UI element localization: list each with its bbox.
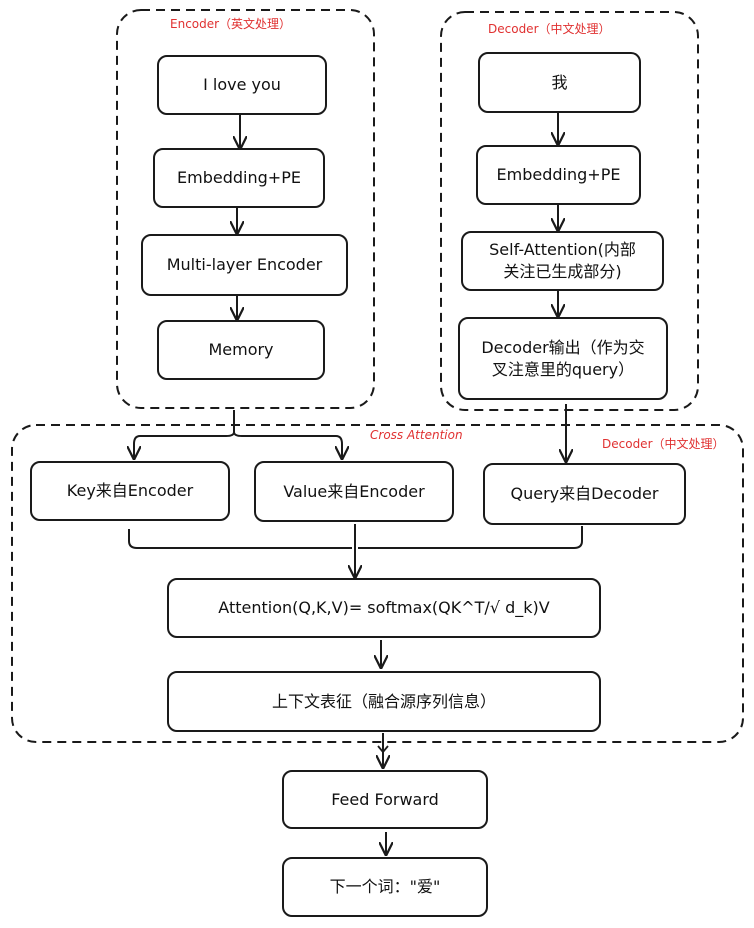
node-input-english: I love you	[157, 55, 327, 115]
node-feed-forward-label: Feed Forward	[331, 789, 439, 809]
node-attention-formula: Attention(Q,K,V)= softmax(QK^T/√ d_k)V	[167, 578, 601, 638]
node-next-word: 下一个词："爱"	[282, 857, 488, 917]
node-multi-layer-encoder: Multi-layer Encoder	[141, 234, 348, 296]
encoder-region	[116, 9, 375, 409]
node-decoder-output-label: Decoder输出（作为交 叉注意里的query）	[481, 337, 645, 379]
node-feed-forward: Feed Forward	[282, 770, 488, 829]
merge-from-key	[128, 529, 352, 549]
node-memory-label: Memory	[208, 340, 274, 360]
decoder-top-region	[440, 11, 699, 411]
node-value-label: Value来自Encoder	[283, 481, 425, 501]
node-key-label: Key来自Encoder	[66, 481, 194, 501]
node-decoder-embedding-label: Embedding+PE	[496, 165, 621, 185]
node-decoder-output: Decoder输出（作为交 叉注意里的query）	[458, 317, 668, 400]
arrow-memory-to-key	[134, 431, 235, 457]
cross-attention-region-label: Cross Attention	[370, 428, 463, 442]
decoder-top-region-label: Decoder（中文处理）	[488, 22, 611, 36]
node-input-chinese-label: 我	[551, 72, 568, 92]
node-query: Query来自Decoder	[483, 463, 686, 525]
node-multi-layer-encoder-label: Multi-layer Encoder	[166, 255, 323, 275]
arrow-context-to-ffn-head2	[377, 745, 389, 754]
node-value: Value来自Encoder	[254, 461, 454, 522]
encoder-region-label: Encoder（英文处理）	[170, 17, 292, 31]
node-key: Key来自Encoder	[30, 461, 230, 521]
cross-attention-region	[11, 424, 744, 743]
node-encoder-embedding-label: Embedding+PE	[177, 168, 301, 188]
node-memory: Memory	[157, 320, 325, 380]
arrow-memory-to-value	[233, 431, 342, 457]
node-self-attention: Self-Attention(内部 关注已生成部分)	[461, 231, 664, 291]
node-self-attention-label: Self-Attention(内部 关注已生成部分)	[489, 240, 636, 281]
decoder-bottom-region-label: Decoder（中文处理）	[602, 437, 725, 451]
node-attention-formula-label: Attention(Q,K,V)= softmax(QK^T/√ d_k)V	[218, 598, 550, 618]
node-next-word-label: 下一个词："爱"	[329, 877, 441, 897]
node-input-english-label: I love you	[203, 75, 281, 95]
node-decoder-embedding: Embedding+PE	[476, 145, 641, 205]
node-input-chinese: 我	[478, 52, 641, 113]
node-context-representation: 上下文表征（融合源序列信息）	[167, 671, 601, 732]
node-context-representation-label: 上下文表征（融合源序列信息）	[271, 691, 496, 711]
node-query-label: Query来自Decoder	[510, 484, 659, 504]
node-encoder-embedding: Embedding+PE	[153, 148, 325, 208]
merge-from-query	[358, 526, 583, 549]
